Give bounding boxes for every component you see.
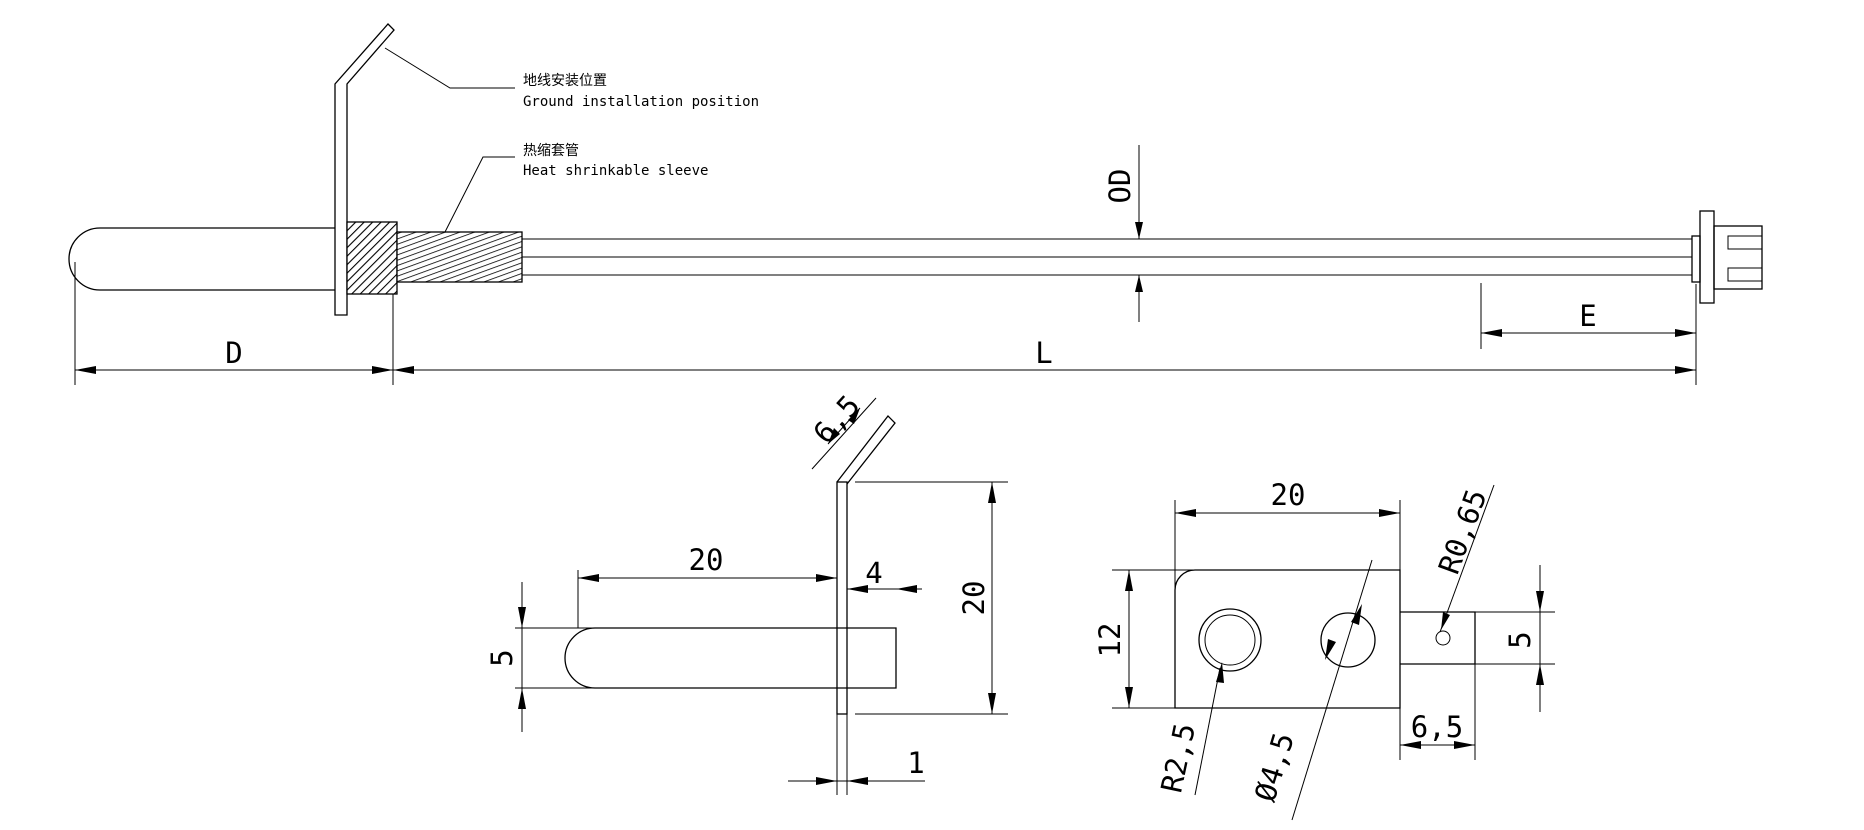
dim-tab-length-label: 6,5	[1411, 710, 1463, 744]
dim-tab-width: 5	[1475, 565, 1555, 712]
dim-d: D	[74, 262, 394, 385]
front-plate	[1174, 569, 1401, 709]
connector	[1691, 210, 1763, 304]
dim-tab-r: R0,65	[1432, 485, 1495, 633]
front-hole-left-inner	[1204, 614, 1256, 666]
dim-tab-angle-label: 6,5	[806, 388, 866, 450]
side-tube	[564, 627, 897, 689]
front-hole-left-outer	[1198, 608, 1262, 672]
dim-tab-r-label: R0,65	[1432, 485, 1494, 579]
side-plate	[836, 481, 848, 715]
ground-annotation-cn: 地线安装位置	[523, 73, 607, 89]
front-tab-hole	[1435, 630, 1451, 646]
front-tab	[1400, 611, 1476, 665]
dim-thickness: 1	[788, 714, 925, 795]
dim-od: OD	[1103, 145, 1143, 322]
ground-tab	[334, 23, 395, 316]
dim-plate-height-label: 20	[957, 581, 991, 616]
heat-shrink-sleeve	[396, 231, 523, 283]
sleeve-annotation-en: Heat shrinkable sleeve	[523, 163, 708, 179]
main-view: 地线安装位置 Ground installation position 热缩套管…	[68, 23, 1763, 385]
dim-plate-height-front-label: 12	[1093, 623, 1127, 658]
front-hole-right	[1320, 612, 1376, 668]
dim-plate-height: 20	[855, 481, 1008, 715]
side-view: 6,5 20 4 20	[485, 388, 1008, 795]
dim-tab-angle: 6,5	[806, 388, 877, 470]
front-view: 20 12 R2,5 Ø4,5 R0,65	[1093, 478, 1555, 821]
dim-plate-width-label: 20	[1271, 478, 1306, 512]
side-bent-tab	[836, 415, 896, 485]
dim-e-label: E	[1579, 299, 1596, 333]
dim-tube-dia: 5	[485, 582, 595, 732]
sleeve-collar	[346, 221, 398, 295]
dim-plate-height-front: 12	[1093, 569, 1195, 709]
dim-offset-label: 4	[865, 556, 882, 590]
dim-tab-length: 6,5	[1399, 664, 1476, 760]
dim-thickness-label: 1	[907, 746, 924, 780]
dim-tube-length: 20	[577, 543, 837, 628]
sleeve-leader	[444, 156, 515, 233]
dim-hole-r: R2,5	[1154, 662, 1224, 796]
cable-wires	[522, 238, 1692, 276]
dim-hole-dia: Ø4,5	[1248, 559, 1373, 821]
dim-hole-dia-label: Ø4,5	[1248, 729, 1301, 806]
dim-l-label: L	[1035, 336, 1052, 370]
dim-l: L	[393, 284, 1697, 385]
ground-annotation-en: Ground installation position	[523, 94, 759, 110]
dim-tube-length-label: 20	[689, 543, 724, 577]
dim-hole-r-label: R2,5	[1154, 720, 1202, 795]
dim-offset: 4	[847, 556, 922, 593]
dim-od-label: OD	[1103, 169, 1137, 204]
probe-tube	[68, 227, 335, 291]
dim-plate-width: 20	[1174, 478, 1401, 590]
ground-leader	[384, 47, 515, 89]
dim-d-label: D	[225, 336, 242, 370]
dim-e: E	[1480, 283, 1696, 349]
dim-tube-dia-label: 5	[485, 649, 519, 666]
dim-tab-width-label: 5	[1503, 631, 1537, 648]
sleeve-annotation-cn: 热缩套管	[523, 143, 579, 159]
